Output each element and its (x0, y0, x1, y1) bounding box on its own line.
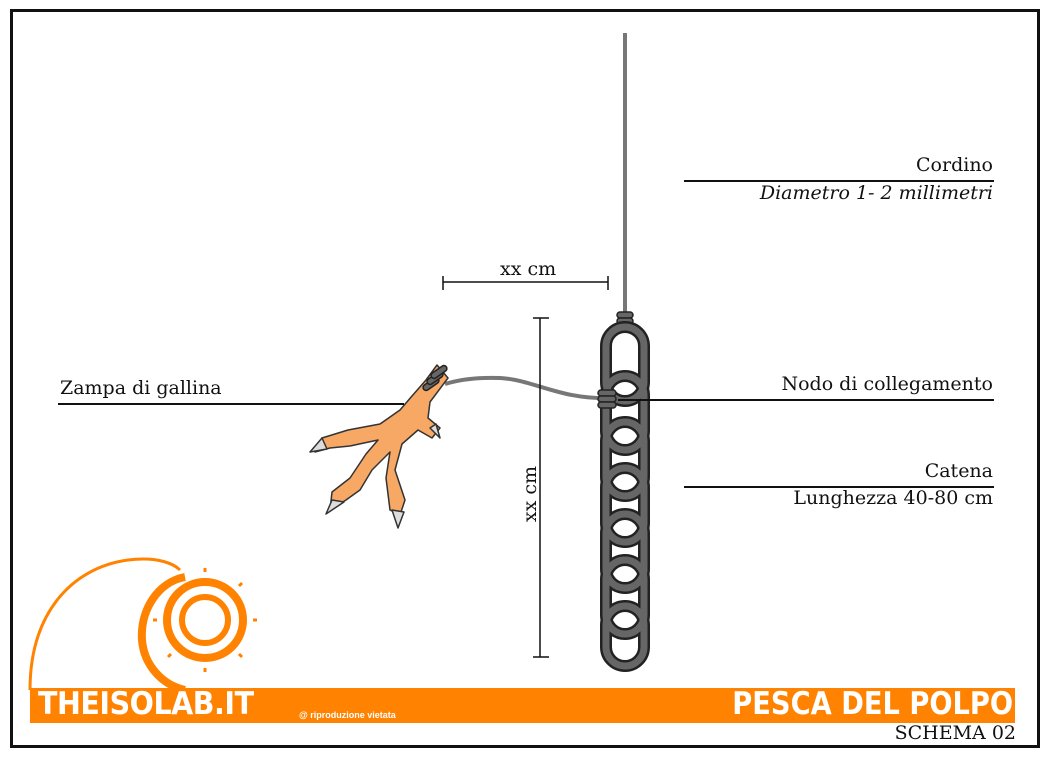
claw-body (314, 364, 449, 516)
catena-label: Catena (924, 460, 993, 482)
connecting-cord (444, 375, 613, 401)
dimension-vertical (533, 317, 549, 658)
logo-wheel-outer (163, 578, 247, 662)
logo (28, 557, 257, 694)
dimension-vertical-label: xx cm (519, 465, 542, 523)
talon-bottom-left (325, 499, 345, 515)
dimension-horizontal (442, 276, 609, 290)
talon-bottom (391, 509, 405, 529)
nodo-label: Nodo di collegamento (781, 373, 993, 395)
cordino-sub-label: Diametro 1- 2 millimetri (759, 182, 993, 204)
catena-sub-label: Lunghezza 40-80 cm (793, 487, 993, 509)
zampa-label: Zampa di gallina (60, 377, 222, 399)
leader-lines (58, 180, 994, 488)
talon-right (429, 423, 441, 439)
logo-inner-arc (137, 573, 187, 694)
logo-wheel-spokes (153, 568, 257, 672)
logo-outer-arc (28, 557, 182, 691)
brand-name[interactable]: THEISOLAB.IT (38, 686, 254, 722)
drawing-frame (10, 9, 1040, 748)
page-title: PESCA DEL POLPO (732, 686, 1013, 722)
chain (600, 321, 650, 672)
logo-wheel-hub (179, 594, 231, 646)
chicken-foot (309, 364, 449, 529)
dimension-horizontal-label: xx cm (500, 258, 557, 280)
talon-left (309, 437, 328, 453)
copyright-note: @ riproduzione vietata (299, 710, 396, 720)
schema-number: SCHEMA 02 (894, 722, 1016, 744)
footer-banner: THEISOLAB.IT @ riproduzione vietata PESC… (30, 686, 1015, 723)
foot-wrap (422, 364, 448, 392)
cordino-label: Cordino (916, 154, 993, 176)
connection-knot (597, 389, 617, 409)
